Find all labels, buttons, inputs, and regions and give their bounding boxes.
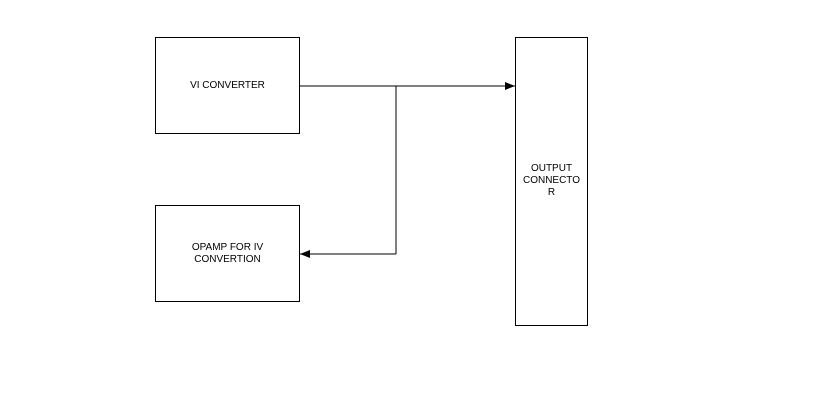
output-connector-block: OUTPUT CONNECTO R: [515, 37, 588, 326]
vi-converter-block: VI CONVERTER: [155, 37, 300, 134]
output-connector-label: OUTPUT CONNECTO R: [522, 162, 581, 198]
opamp-label: OPAMP FOR IV CONVERTION: [191, 241, 264, 265]
opamp-block: OPAMP FOR IV CONVERTION: [155, 205, 300, 302]
vi-converter-label: VI CONVERTER: [190, 79, 265, 91]
